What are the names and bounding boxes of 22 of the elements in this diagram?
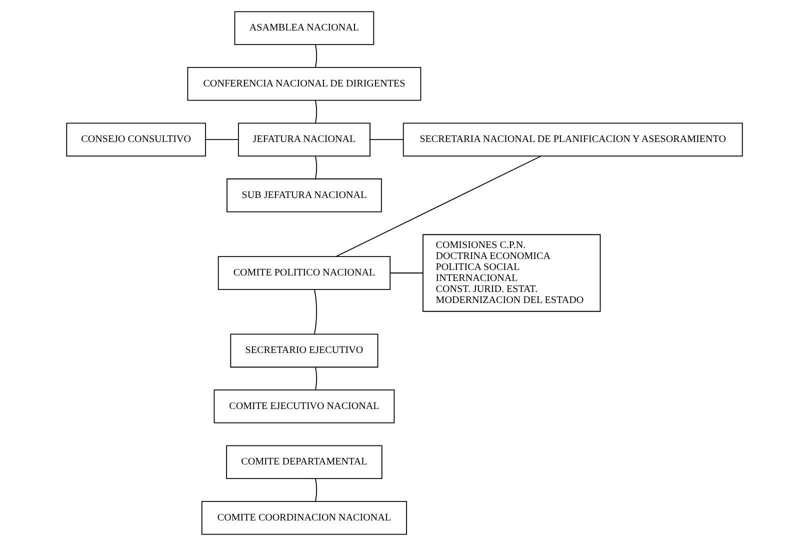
node-box: COMITE COORDINACION NACIONAL (201, 500, 408, 535)
connector (315, 100, 318, 124)
connector (315, 366, 318, 390)
connector (390, 272, 424, 274)
node-box: COMITE POLITICO NACIONAL (218, 256, 391, 290)
connector (336, 156, 542, 257)
connector (205, 139, 239, 140)
connector (315, 156, 318, 180)
node-box: COMISIONES C.P.N. DOCTRINA ECONOMICA POLITICA SOCIAL INTERNACIONAL CONST. JURID. ESTAT. MODERNIZACION DEL ESTADO (422, 234, 601, 312)
node-box: CONSEJO CONSULTIVO (66, 122, 206, 156)
node-box: COMITE DEPARTAMENTAL (226, 445, 382, 480)
connector (370, 139, 404, 140)
node-box: CONFERENCIA NACIONAL DE DIRIGENTES (187, 66, 422, 101)
node-box: SECRETARIO EJECUTIVO (230, 334, 378, 368)
connector (315, 44, 318, 68)
node-box: JEFATURA NACIONAL (238, 122, 370, 156)
node-box: ASAMBLEA NACIONAL (234, 11, 374, 46)
connector (314, 289, 318, 335)
node-box: COMITE EJECUTIVO NACIONAL (214, 390, 395, 424)
node-box: SUB JEFATURA NACIONAL (226, 178, 382, 212)
connector (315, 478, 318, 502)
node-box: SECRETARIA NACIONAL DE PLANIFICACION Y ASESORAMIENTO (402, 122, 743, 156)
